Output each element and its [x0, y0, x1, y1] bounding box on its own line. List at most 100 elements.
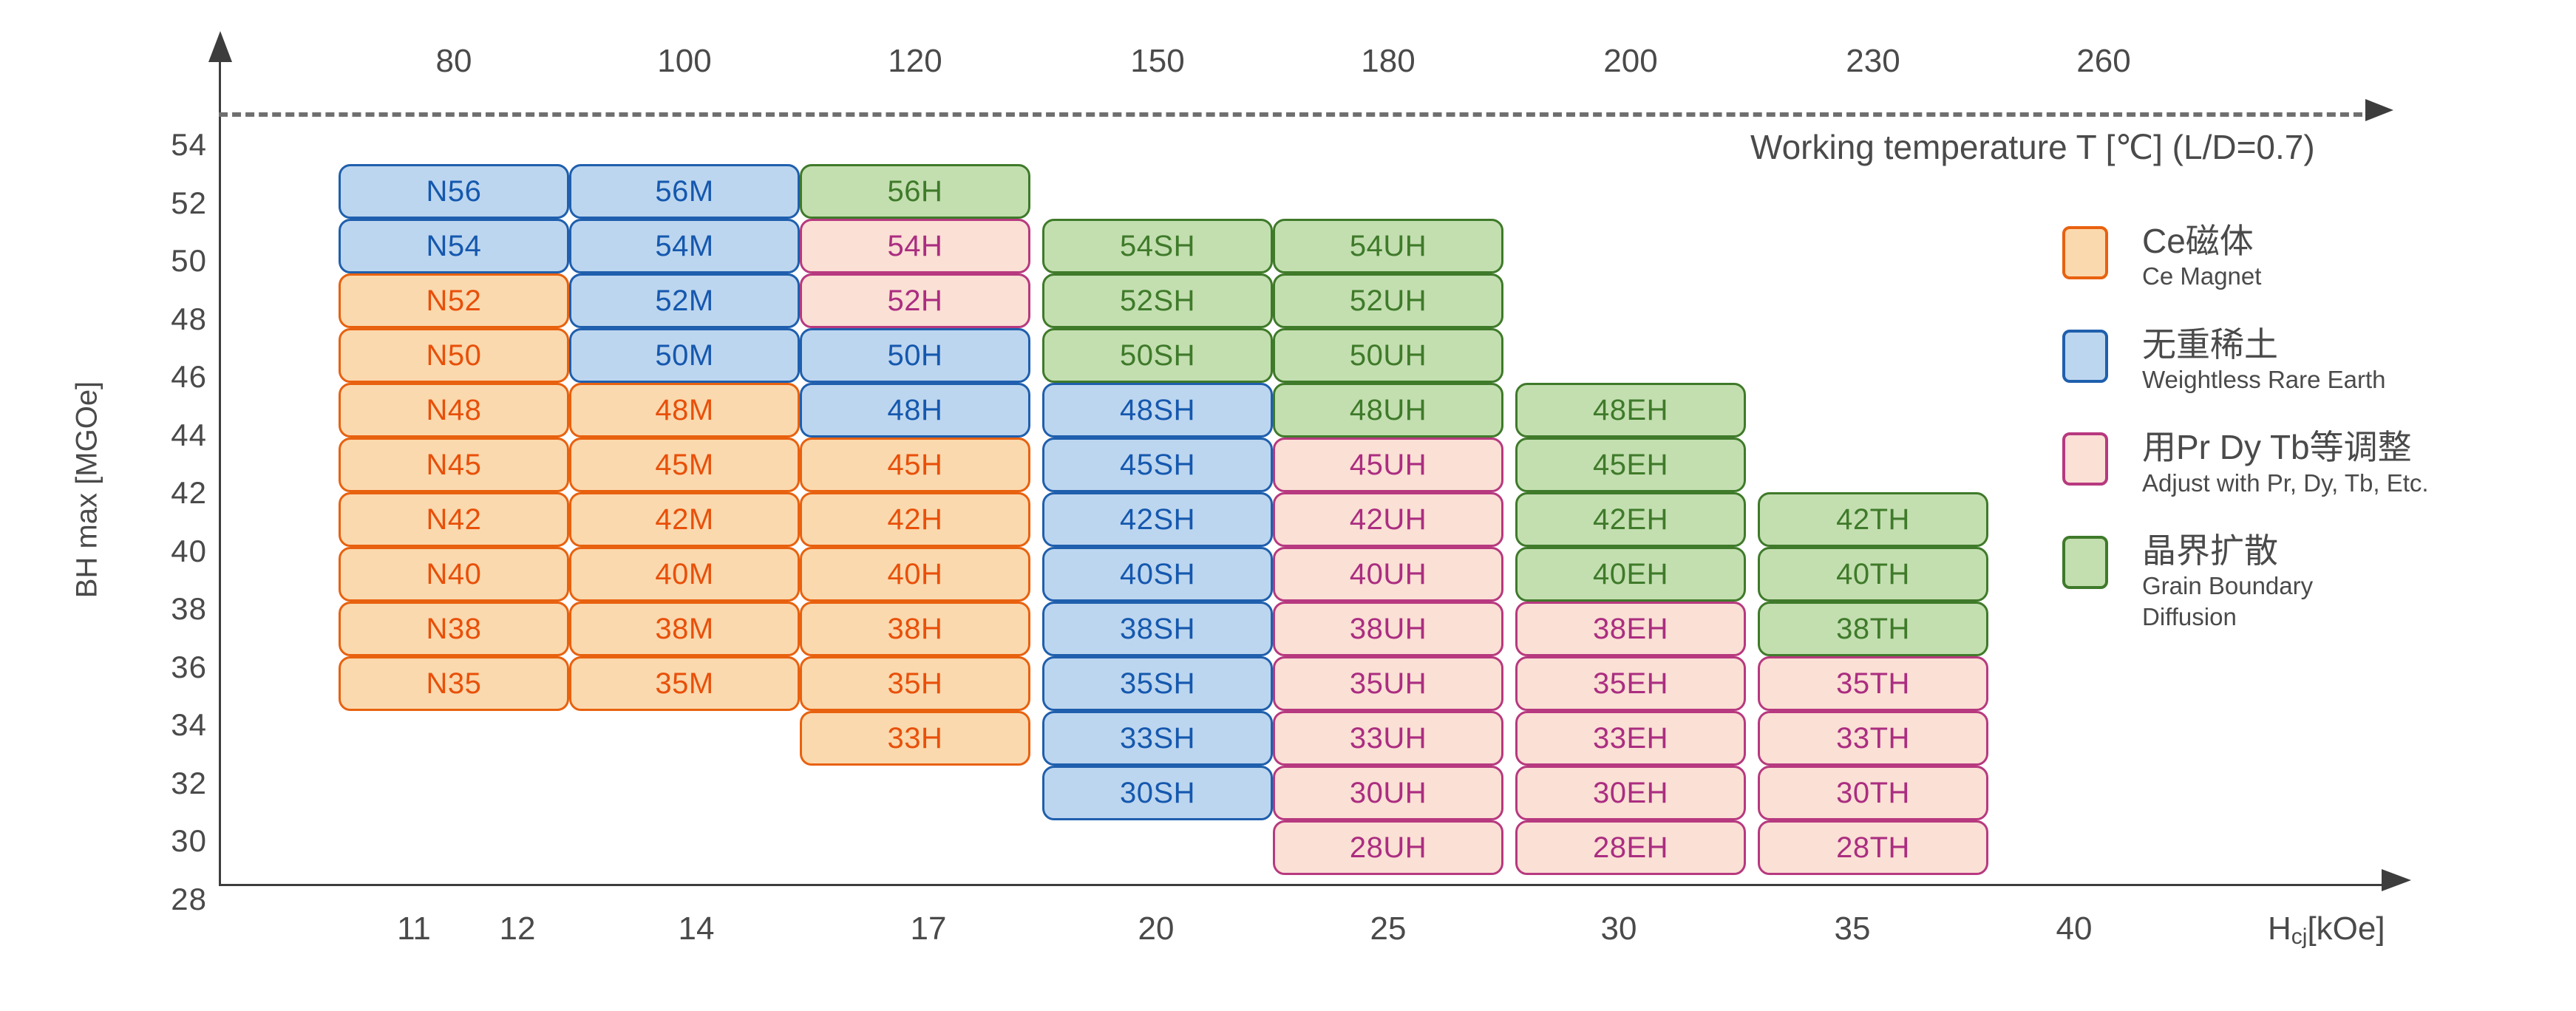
- grade-cell[interactable]: 35SH: [1042, 656, 1273, 711]
- grade-cell[interactable]: N48: [339, 383, 569, 438]
- grade-cell[interactable]: 54M: [569, 219, 800, 273]
- grade-cell[interactable]: 30TH: [1758, 766, 1988, 820]
- x-axis-arrow-icon: [2382, 869, 2411, 891]
- y-axis-title: BH max [MGOe]: [70, 381, 103, 599]
- grade-cell[interactable]: 42TH: [1758, 492, 1988, 547]
- grade-cell[interactable]: 40M: [569, 547, 800, 602]
- top-axis-arrow-icon: [2365, 99, 2393, 121]
- grade-cell[interactable]: 38UH: [1273, 602, 1503, 656]
- grade-cell[interactable]: N42: [339, 492, 569, 547]
- grade-cell[interactable]: 30UH: [1273, 766, 1503, 820]
- grade-cell[interactable]: 48M: [569, 383, 800, 438]
- grade-cell[interactable]: 38EH: [1515, 602, 1746, 656]
- grade-cell[interactable]: 56M: [569, 164, 800, 219]
- legend-label-cn: 用Pr Dy Tb等调整: [2142, 428, 2412, 467]
- grade-cell[interactable]: 33SH: [1042, 711, 1273, 766]
- grade-cell[interactable]: 45H: [800, 438, 1030, 492]
- grade-cell[interactable]: N45: [339, 438, 569, 492]
- top-tick-label: 150: [1130, 43, 1185, 79]
- grade-cell[interactable]: 38TH: [1758, 602, 1988, 656]
- grade-cell[interactable]: 42SH: [1042, 492, 1273, 547]
- legend-swatch-icon: [2062, 432, 2108, 486]
- grade-cell[interactable]: N52: [339, 273, 569, 328]
- grade-cell[interactable]: 35TH: [1758, 656, 1988, 711]
- grade-cell[interactable]: 45UH: [1273, 438, 1503, 492]
- grade-cell[interactable]: 40H: [800, 547, 1030, 602]
- x-tick-label: 17: [910, 910, 947, 947]
- grade-cell[interactable]: 52M: [569, 273, 800, 328]
- grade-cell[interactable]: 35EH: [1515, 656, 1746, 711]
- x-axis-line: [219, 884, 2392, 886]
- top-tick-label: 80: [435, 43, 472, 79]
- grade-cell[interactable]: 28TH: [1758, 820, 1988, 875]
- x-tick-label: 40: [2056, 910, 2093, 947]
- y-tick-label: 44: [171, 417, 207, 452]
- grade-cell[interactable]: 35M: [569, 656, 800, 711]
- grade-cell[interactable]: N56: [339, 164, 569, 219]
- grade-cell[interactable]: 52UH: [1273, 273, 1503, 328]
- grade-cell[interactable]: N38: [339, 602, 569, 656]
- grade-cell[interactable]: N50: [339, 328, 569, 383]
- grade-cell[interactable]: 45M: [569, 438, 800, 492]
- grade-cell[interactable]: 42H: [800, 492, 1030, 547]
- grade-cell[interactable]: 33EH: [1515, 711, 1746, 766]
- grade-cell[interactable]: 33H: [800, 711, 1030, 766]
- grade-cell[interactable]: N54: [339, 219, 569, 273]
- top-tick-label: 230: [1846, 43, 1900, 79]
- grade-cell[interactable]: 40SH: [1042, 547, 1273, 602]
- grade-cell[interactable]: 33TH: [1758, 711, 1988, 766]
- y-tick-label: 40: [171, 533, 207, 568]
- grade-cell[interactable]: 50SH: [1042, 328, 1273, 383]
- grade-cell[interactable]: N35: [339, 656, 569, 711]
- grade-cell[interactable]: 35UH: [1273, 656, 1503, 711]
- grade-cell[interactable]: N40: [339, 547, 569, 602]
- x-tick-label: 14: [678, 910, 715, 947]
- top-axis-title: Working temperature T [℃] (L/D=0.7): [1750, 128, 2315, 166]
- grade-cell[interactable]: 40TH: [1758, 547, 1988, 602]
- grade-cell[interactable]: 35H: [800, 656, 1030, 711]
- grade-cell[interactable]: 38SH: [1042, 602, 1273, 656]
- grade-cell[interactable]: 42EH: [1515, 492, 1746, 547]
- grade-cell[interactable]: 52SH: [1042, 273, 1273, 328]
- y-axis-line: [219, 53, 221, 885]
- grade-cell[interactable]: 33UH: [1273, 711, 1503, 766]
- grade-cell[interactable]: 42M: [569, 492, 800, 547]
- grade-cell[interactable]: 38H: [800, 602, 1030, 656]
- grade-cell[interactable]: 54UH: [1273, 219, 1503, 273]
- grade-cell[interactable]: 48H: [800, 383, 1030, 438]
- grade-cell[interactable]: 52H: [800, 273, 1030, 328]
- grade-cell[interactable]: 50M: [569, 328, 800, 383]
- grade-cell[interactable]: 48UH: [1273, 383, 1503, 438]
- grade-cell[interactable]: 50UH: [1273, 328, 1503, 383]
- legend-label-en: Grain Boundary: [2142, 572, 2314, 600]
- grade-cell[interactable]: 54SH: [1042, 219, 1273, 273]
- grade-cell[interactable]: 56H: [800, 164, 1030, 219]
- top-tick-label: 260: [2076, 43, 2131, 79]
- grade-cell[interactable]: 42UH: [1273, 492, 1503, 547]
- grade-cell[interactable]: 45EH: [1515, 438, 1746, 492]
- grade-cell[interactable]: 28UH: [1273, 820, 1503, 875]
- grade-cell[interactable]: 40EH: [1515, 547, 1746, 602]
- legend-swatch-icon: [2062, 535, 2108, 589]
- grade-cell[interactable]: 45SH: [1042, 438, 1273, 492]
- grade-cell[interactable]: 30EH: [1515, 766, 1746, 820]
- grade-cell[interactable]: 38M: [569, 602, 800, 656]
- grade-cell[interactable]: 54H: [800, 219, 1030, 273]
- top-tick-label: 100: [657, 43, 712, 79]
- grade-cell[interactable]: 48EH: [1515, 383, 1746, 438]
- grade-cell[interactable]: 28EH: [1515, 820, 1746, 875]
- grade-cell[interactable]: 30SH: [1042, 766, 1273, 820]
- grade-cell[interactable]: 50H: [800, 328, 1030, 383]
- grade-cell[interactable]: 40UH: [1273, 547, 1503, 602]
- legend-label-en: Diffusion: [2142, 603, 2237, 631]
- y-tick-label: 36: [171, 649, 207, 684]
- grade-cell[interactable]: 48SH: [1042, 383, 1273, 438]
- x-axis-title-unit: [kOe]: [2307, 910, 2385, 947]
